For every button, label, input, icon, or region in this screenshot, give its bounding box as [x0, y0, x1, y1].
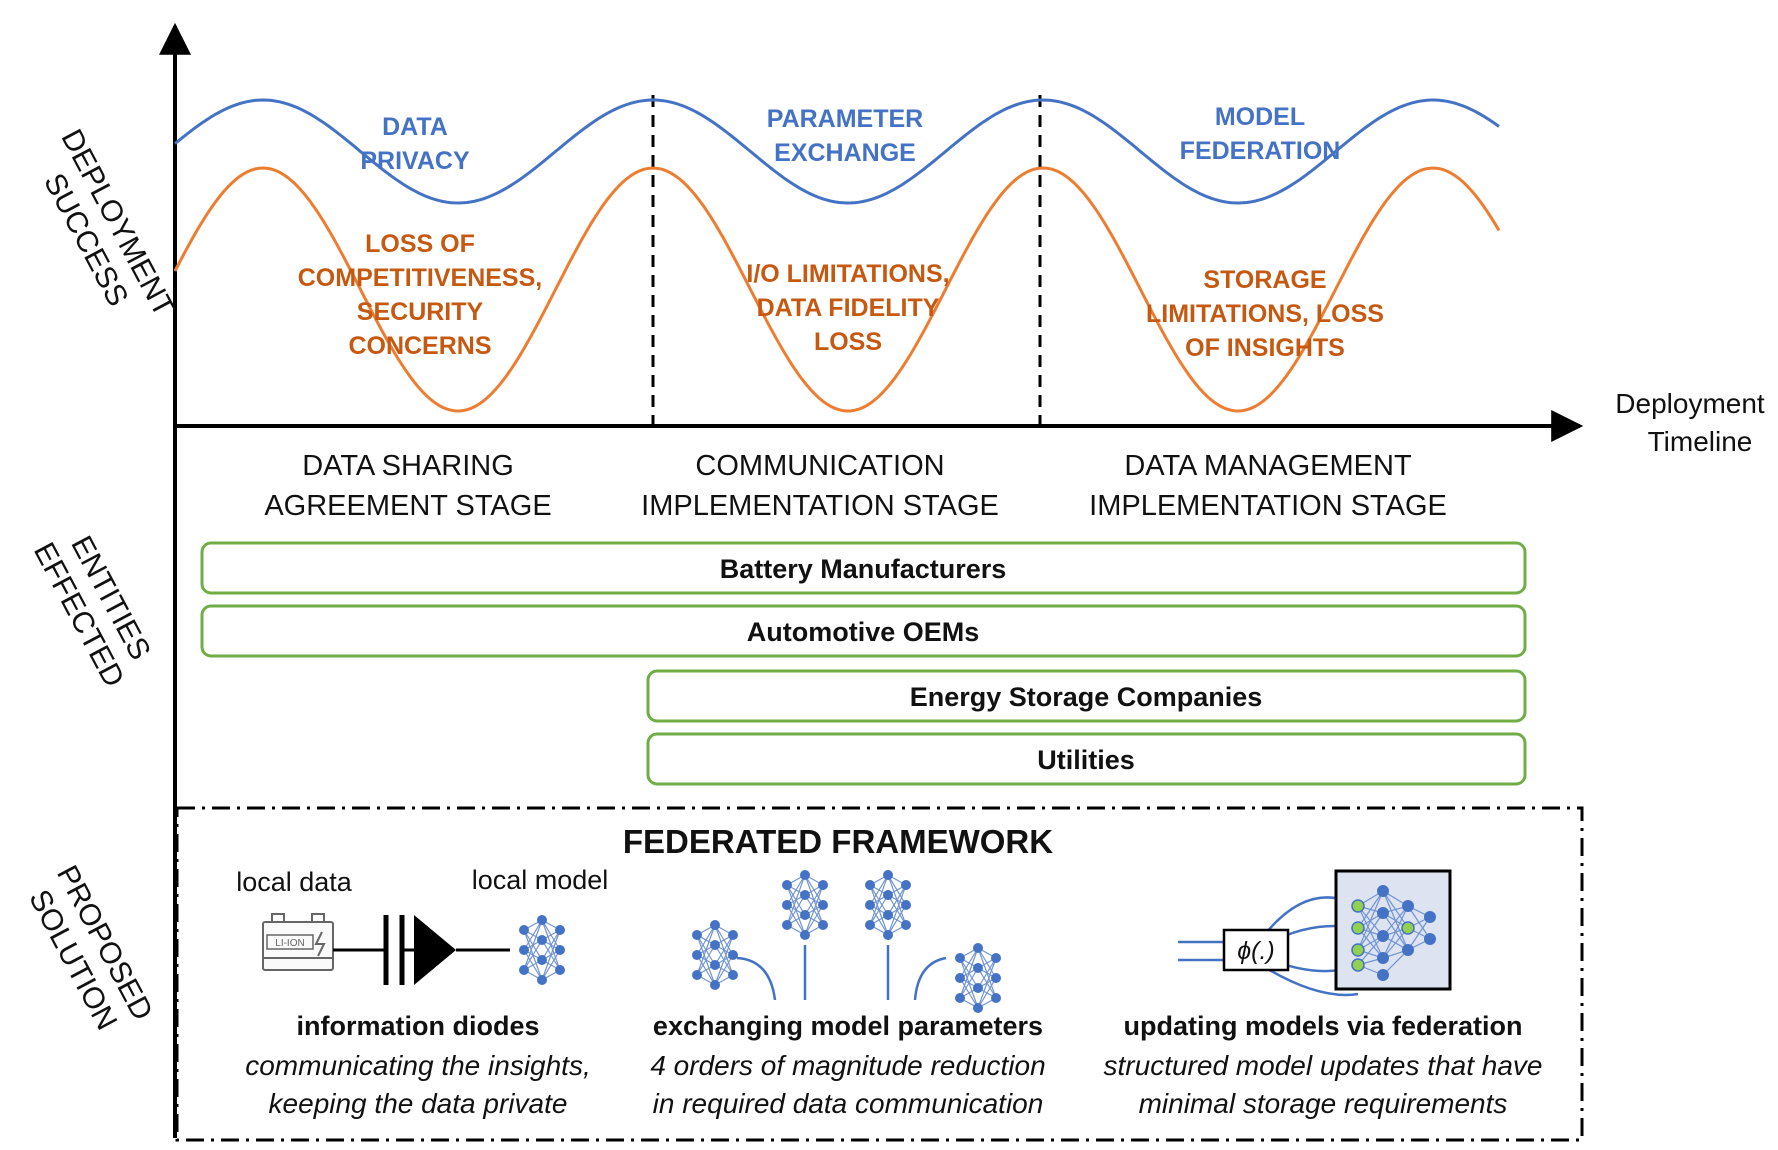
client-network-icon-4: [954, 942, 1002, 1014]
proposed-solution-label: PROPOSED SOLUTION: [22, 860, 159, 1035]
column-1-desc-line-1: communicating the insights,: [245, 1050, 591, 1081]
stage-1-line-2: AGREEMENT STAGE: [264, 490, 551, 522]
entity-label: Battery Manufacturers: [720, 554, 1007, 584]
column-1-title: information diodes: [297, 1011, 540, 1041]
entity-label: Energy Storage Companies: [910, 682, 1263, 712]
column-3-desc-line-2: minimal storage requirements: [1139, 1088, 1508, 1119]
orange-label-1-line-2: COMPETITIVENESS,: [298, 264, 542, 292]
blue-label-2-line-1: PARAMETER: [767, 105, 923, 133]
column-3-desc-line-1: structured model updates that have: [1104, 1050, 1543, 1081]
battery-icon: LI-ION: [262, 913, 334, 971]
stage-1-line-1: DATA SHARING: [302, 450, 514, 482]
blue-label-3-line-1: MODEL: [1215, 103, 1305, 131]
stage-3-line-1: DATA MANAGEMENT: [1124, 450, 1412, 482]
orange-label-3-line-3: OF INSIGHTS: [1185, 334, 1345, 362]
orange-label-3-line-1: STORAGE: [1203, 266, 1326, 294]
blue-label-1-line-2: PRIVACY: [360, 147, 470, 175]
entity-label: Automotive OEMs: [747, 617, 980, 647]
orange-label-2-line-1: I/O LIMITATIONS,: [746, 260, 949, 288]
stage-2-line-2: IMPLEMENTATION STAGE: [641, 490, 999, 522]
blue-label-3-line-2: FEDERATION: [1180, 137, 1341, 165]
column-2-desc-line-2: in required data communication: [653, 1088, 1044, 1119]
local-model-network-icon: [518, 914, 566, 986]
orange-curve: [173, 166, 1501, 413]
orange-label-1-line-4: CONCERNS: [348, 332, 491, 360]
deployment-success-label: DEPLOYMENT SUCCESS: [37, 124, 180, 322]
orange-label-3-line-2: LIMITATIONS, LOSS: [1146, 300, 1384, 328]
column-2-title: exchanging model parameters: [653, 1011, 1043, 1041]
client-network-icon-3: [864, 869, 912, 941]
phi-label: ϕ(.): [1237, 937, 1275, 965]
entity-label: Utilities: [1037, 745, 1135, 775]
entity-box-2: Automotive OEMs: [200, 604, 1527, 658]
entity-box-3: Energy Storage Companies: [646, 669, 1527, 723]
column-1-desc-line-2: keeping the data private: [269, 1088, 568, 1119]
column-3-title: updating models via federation: [1123, 1011, 1522, 1041]
entity-box-4: Utilities: [646, 732, 1527, 786]
framework-title: FEDERATED FRAMEWORK: [623, 823, 1053, 860]
blue-curve: [174, 98, 1500, 205]
x-label-line-1: Deployment: [1615, 388, 1765, 419]
orange-label-2-line-3: LOSS: [814, 328, 882, 356]
phi-function-box: ϕ(.): [1222, 928, 1290, 972]
battery-text: LI-ION: [275, 938, 304, 949]
orange-label-2-line-2: DATA FIDELITY: [757, 294, 940, 322]
blue-label-1-line-1: DATA: [382, 113, 448, 141]
stage-3-line-2: IMPLEMENTATION STAGE: [1089, 490, 1447, 522]
client-network-icon-2: [781, 869, 829, 941]
column-2-desc-line-1: 4 orders of magnitude reduction: [650, 1050, 1045, 1081]
blue-label-2-line-2: EXCHANGE: [774, 139, 916, 167]
x-label-line-2: Timeline: [1648, 426, 1753, 457]
local-data-label: local data: [236, 867, 353, 897]
local-model-label: local model: [472, 865, 609, 895]
parameter-exchange-links: [736, 945, 947, 1001]
framework-box: [175, 806, 1584, 1142]
entity-box-1: Battery Manufacturers: [200, 541, 1527, 595]
diode-icon: [383, 915, 456, 985]
orange-label-1-line-3: SECURITY: [357, 298, 484, 326]
stage-2-line-1: COMMUNICATION: [695, 450, 944, 482]
global-network-icon: [1334, 869, 1452, 991]
client-network-icon-1: [691, 919, 739, 991]
orange-label-1-line-1: LOSS OF: [365, 230, 475, 258]
entities-effected-label: ENTITIES EFFECTED: [27, 531, 157, 693]
